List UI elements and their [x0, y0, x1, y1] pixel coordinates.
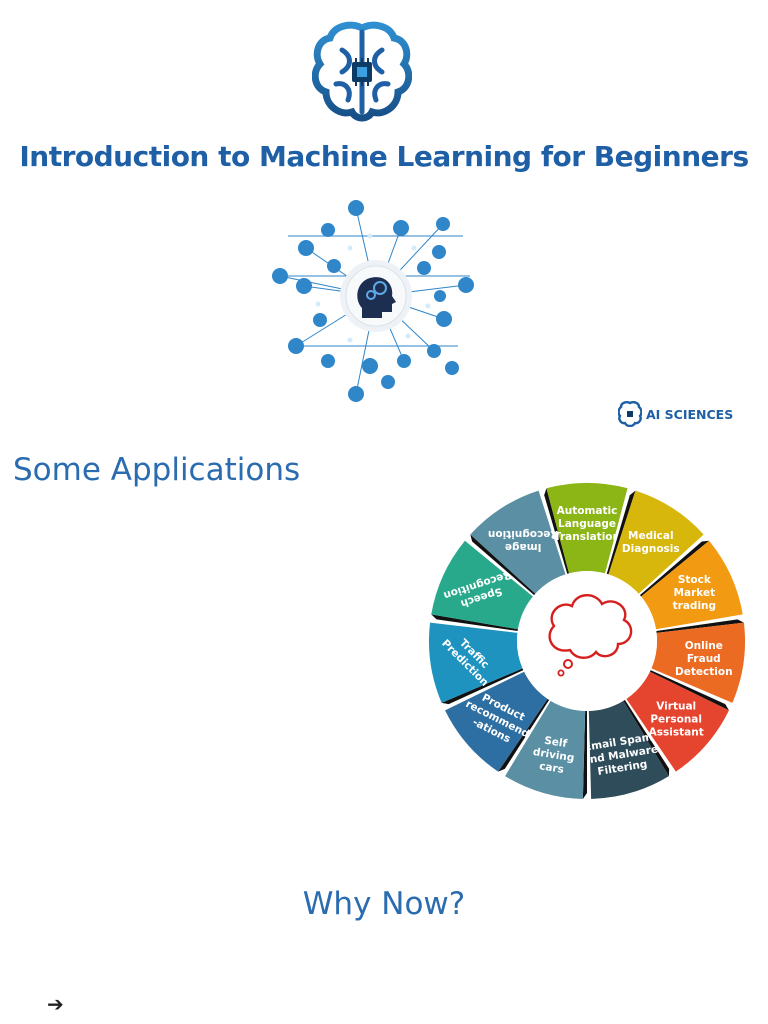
- wheel-segment: [651, 622, 745, 703]
- brain-icon: [618, 401, 642, 427]
- wheel-segment: [470, 490, 566, 594]
- wheel-segment-label: ImageRecognition: [488, 528, 559, 553]
- ai-head-network-icon: [272, 200, 474, 402]
- wheel-segment: [588, 700, 669, 799]
- bullet-arrow-icon: ➔: [47, 992, 64, 1016]
- brand-logo: AI SCIENCES: [618, 400, 733, 428]
- thought-cloud-icon: [548, 594, 633, 677]
- wheel-segment: [626, 671, 729, 772]
- brand-name: AI SCIENCES: [646, 406, 734, 422]
- wheel-segment: [431, 540, 533, 630]
- wheel-segment: [445, 671, 548, 772]
- wheel-segment: [641, 540, 743, 630]
- wheel-segment-label: Email Spamand MalwareFiltering: [580, 731, 661, 780]
- wheel-segment: [505, 700, 586, 799]
- wheel-segment-label: Selfdrivingcars: [530, 733, 577, 777]
- wheel-segment: [429, 622, 523, 703]
- wheel-segment: [608, 490, 704, 594]
- brain-circuit-logo-icon: [312, 21, 412, 122]
- wheel-segment: [546, 483, 628, 574]
- section-heading-applications: Some Applications: [13, 452, 301, 488]
- section-heading-why-now: Why Now?: [302, 886, 466, 922]
- page-title: Introduction to Machine Learning for Beg…: [19, 140, 749, 173]
